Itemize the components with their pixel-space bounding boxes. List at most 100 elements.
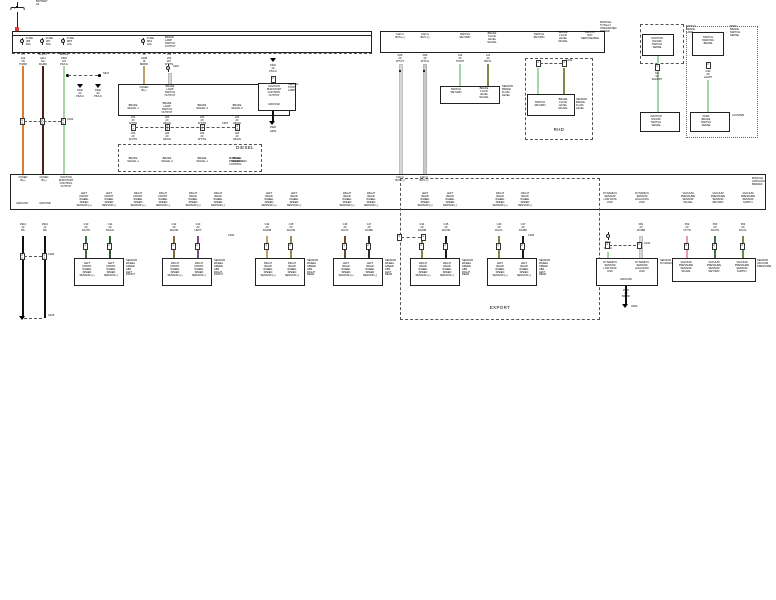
wss-rf-wire-n-label: C13 20 LB/VT: [194, 223, 202, 232]
ground-wire-label-1: Z941 12 BK: [20, 223, 26, 232]
battery-feed-line: [17, 12, 18, 28]
abs-wheel-pin-9: RIGHT REAR WHEEL SPEED SENSOR (-): [363, 192, 379, 207]
abs-canc-minus: CAN C BUS (-): [419, 176, 429, 182]
canc-minus-node: [423, 70, 425, 72]
wire-f940-label: F940 GN PK/LG: [60, 57, 68, 66]
abs-wheel-pin-3: RIGHT FRONT WHEEL SPEED SENSOR (-): [155, 192, 171, 207]
fuse-m61-label: FUSE M61 10A: [147, 37, 154, 46]
brake-lamp-switch-output-bus-label: BRAKE LAMP SWITCH OUTPUT: [165, 36, 176, 48]
wss-lf-pin-p: LEFT FRONT WHEEL SPEED SENSOR (+): [79, 262, 95, 277]
canc-plus-wire-label: D25 20 WT/VT: [395, 54, 405, 63]
abs-wheel-pin-12: RIGHT REAR WHEEL SPEED SENSOR (+): [492, 192, 508, 207]
ground-run-2: [43, 236, 47, 318]
ground-connector-tag: C200: [48, 253, 55, 256]
blso-drop-4-label: L60 20 LB/GN: [233, 116, 241, 125]
wss-rr2-tag: SENSOR WHEEL SPEED ABS RIGHT REAR: [462, 259, 473, 277]
blso-drop-3-label: L50 20 WT/TN: [198, 116, 206, 125]
dynamics-conn-rail: [609, 245, 636, 246]
dynamics-conn-pin-2: 6: [636, 242, 642, 249]
mid-conn-pin-2: 2: [106, 243, 112, 250]
mid-conn-pin-5: 1: [263, 243, 269, 250]
tipm-bf-run: [486, 64, 490, 86]
wss-rr1-wire-n-label: C15 20 DG/OR: [286, 223, 296, 232]
wss-lr1-box: [333, 258, 383, 286]
wss-rr1-wire-p-label: C14 20 DG/DB: [262, 223, 272, 232]
fuse-bus-inner-rail: [12, 35, 372, 36]
diesel-region: [118, 144, 262, 172]
dynamics-conn-tag: C100: [644, 242, 651, 245]
canc-plus-label: CAN C BUS (+): [395, 33, 405, 39]
module-blso-pin-2: BRAKE LAMP SWITCH OUTPUT: [161, 102, 173, 114]
wss-lr2-box: [487, 258, 537, 286]
ground-wire-label-2: Z941 12 BK: [42, 223, 48, 232]
wss-lf-tag: SENSOR WHEEL SPEED ABS LEFT FRONT: [126, 259, 137, 277]
canc-plus-run: [398, 64, 404, 176]
tipm-sr-wire: L30 20 TN/WT: [455, 54, 465, 63]
wss-lf-wire-p-label: C10 20 DG/TN: [81, 223, 91, 232]
fuse-j87: [40, 38, 44, 45]
switch-stop-lamp-box: [258, 83, 296, 111]
battery-label: BATTERY A0: [36, 0, 48, 6]
connector-c200-rail-top: [24, 121, 61, 122]
mid-conn-pin-7: 1: [341, 243, 347, 250]
tipm-bf-wire: L31 20 BR/YL: [484, 54, 492, 63]
rhd-pin-2: 1: [561, 60, 567, 67]
abs-wheel-pin-7: LEFT REAR WHEEL SPEED SENSOR (-): [286, 192, 302, 207]
fuse-m61: [141, 38, 145, 45]
ground-label-1: F940 20 PK/LG: [76, 89, 84, 98]
switch-brake-lamp-in: IGNITION ON/OFF SWITCH SENSE: [651, 37, 663, 49]
abs-dyn-high: DYNAMICS SENSOR HIGH DATA LINK: [635, 192, 649, 204]
rhd-sensor-box: [527, 94, 575, 116]
abs-wheel-pin-6: LEFT REAR WHEEL SPEED SENSOR (+): [261, 192, 277, 207]
stop-lamp-ground-symbol-2: [269, 121, 275, 126]
vac-pin-supply: VACUUM PRESSURE SENSOR SUPPLY: [734, 261, 750, 273]
wss-lf-pin-n: LEFT FRONT WHEEL SPEED SENSOR (-): [103, 262, 119, 277]
wire-a12-tag: K5: [21, 53, 25, 56]
vac-pin-signal: VACUUM PRESSURE SENSOR SIGNAL: [678, 261, 694, 273]
mid-conn-pin-9: 1: [418, 243, 424, 250]
battery-pin-label: 1: [14, 6, 16, 10]
switch-parking-brake-wire: [706, 80, 710, 116]
dynamics-ground-tag: G600: [631, 305, 638, 308]
wss-lr2-tag: SENSOR WHEEL SPEED ABS LEFT REAR: [539, 259, 550, 277]
brake-lamp-switch-glyph: [165, 64, 171, 72]
abs-ground-2: GROUND: [39, 202, 51, 205]
abs-module-label: MODULE ANTILOCK BRAKES: [752, 177, 765, 186]
pcm-module-label: MODULE POWERTRAIN CONTROL: [229, 157, 247, 166]
wire-a12-label: A12 YD TN/RD: [19, 57, 27, 66]
wss-rr2-wire-p-label: C14 20 DG/DB: [417, 223, 427, 232]
abs-dyn-low: DYNAMICS SENSOR LOW DATA LINK: [603, 192, 617, 204]
blso-pin-rail: [135, 127, 235, 128]
pcm-sig-2: BRAKE SIGNAL 2: [161, 157, 173, 163]
switch-parking-brake-lower-box: [690, 112, 730, 132]
module-fused-b-label: FUSED B(+): [139, 86, 149, 92]
dynamics-sensor-ground: GROUND: [620, 278, 632, 281]
wss-rf-box: [162, 258, 212, 286]
abs-vac-return: VACUUM PRESSURE SENSOR RETURN: [710, 192, 726, 204]
stop-lamp-ground-tag: Z940: [270, 126, 276, 129]
mid-conn-pin-14: 2: [711, 243, 717, 250]
canc-export-pin-n: 4: [420, 234, 426, 241]
splice-dash-1: [68, 75, 98, 77]
rhd-wire-2: [562, 68, 566, 94]
module-blso-pin-4: BRAKE SIGNAL 2: [231, 104, 243, 110]
wire-a111-label: A111 DZ DG/RD: [38, 57, 48, 66]
switch-parking-brake-wire-label: G30 20 LG/WT: [703, 70, 713, 79]
wss-lf-wire-n-label: C11 20 DG/LG: [105, 223, 115, 232]
cluster-region: [686, 26, 758, 138]
ground-symbol-1: [77, 84, 83, 89]
wss-rf-pin-p: RIGHT FRONT WHEEL SPEED SENSOR (+): [167, 262, 183, 277]
wss-lr2-wire-n-label: C17 20 DG/BK: [518, 223, 528, 232]
tipm-pin-switch-return: SWITCH RETURN: [459, 33, 471, 39]
switch-brake-lamp-lower-box: [640, 112, 680, 132]
blso-lower-2: L60 20 LB/GN: [163, 132, 171, 141]
tipm-sr-run: [458, 64, 462, 86]
wss-rr2-pin-p: RIGHT REAR WHEEL SPEED SENSOR (+): [415, 262, 431, 277]
abs-wheel-pin-10: LEFT REAR WHEEL SPEED SENSOR (+): [417, 192, 433, 207]
module-blso-pin-3: BRAKE SIGNAL 3: [196, 104, 208, 110]
splice-dot-1: [66, 74, 69, 77]
dynamics-wire-low: [606, 252, 610, 258]
abs-vac-signal: VACUUM PRESSURE SENSOR SIGNAL: [680, 192, 696, 204]
